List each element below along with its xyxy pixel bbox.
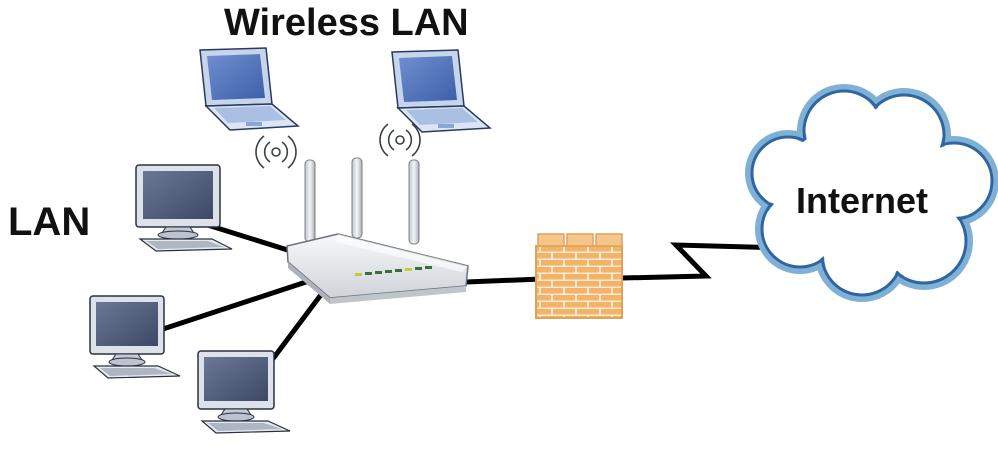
wifi-signal-icon xyxy=(379,123,421,157)
wireless-router-icon xyxy=(286,157,469,304)
cable-router-firewall xyxy=(463,276,545,285)
internet-label: Internet xyxy=(796,180,929,221)
wireless-lan-label: Wireless LAN xyxy=(224,2,469,44)
cable-desktop-3 xyxy=(263,289,326,371)
laptop-icon xyxy=(391,49,492,133)
cable-desktop-2 xyxy=(157,277,315,333)
wifi-signal-icon xyxy=(255,135,297,169)
firewall-icon xyxy=(535,233,623,319)
desktop-icon xyxy=(89,295,181,379)
laptop-icon xyxy=(199,47,300,131)
desktop-icon xyxy=(197,350,291,434)
desktop-icon xyxy=(135,164,233,252)
cloud-icon xyxy=(745,84,998,302)
cable-internet xyxy=(619,242,791,281)
lan-cables xyxy=(157,219,791,371)
router-antenna xyxy=(408,159,420,245)
lan-label: LAN xyxy=(8,200,91,244)
router-antenna xyxy=(351,157,363,239)
router-antenna xyxy=(304,159,316,243)
